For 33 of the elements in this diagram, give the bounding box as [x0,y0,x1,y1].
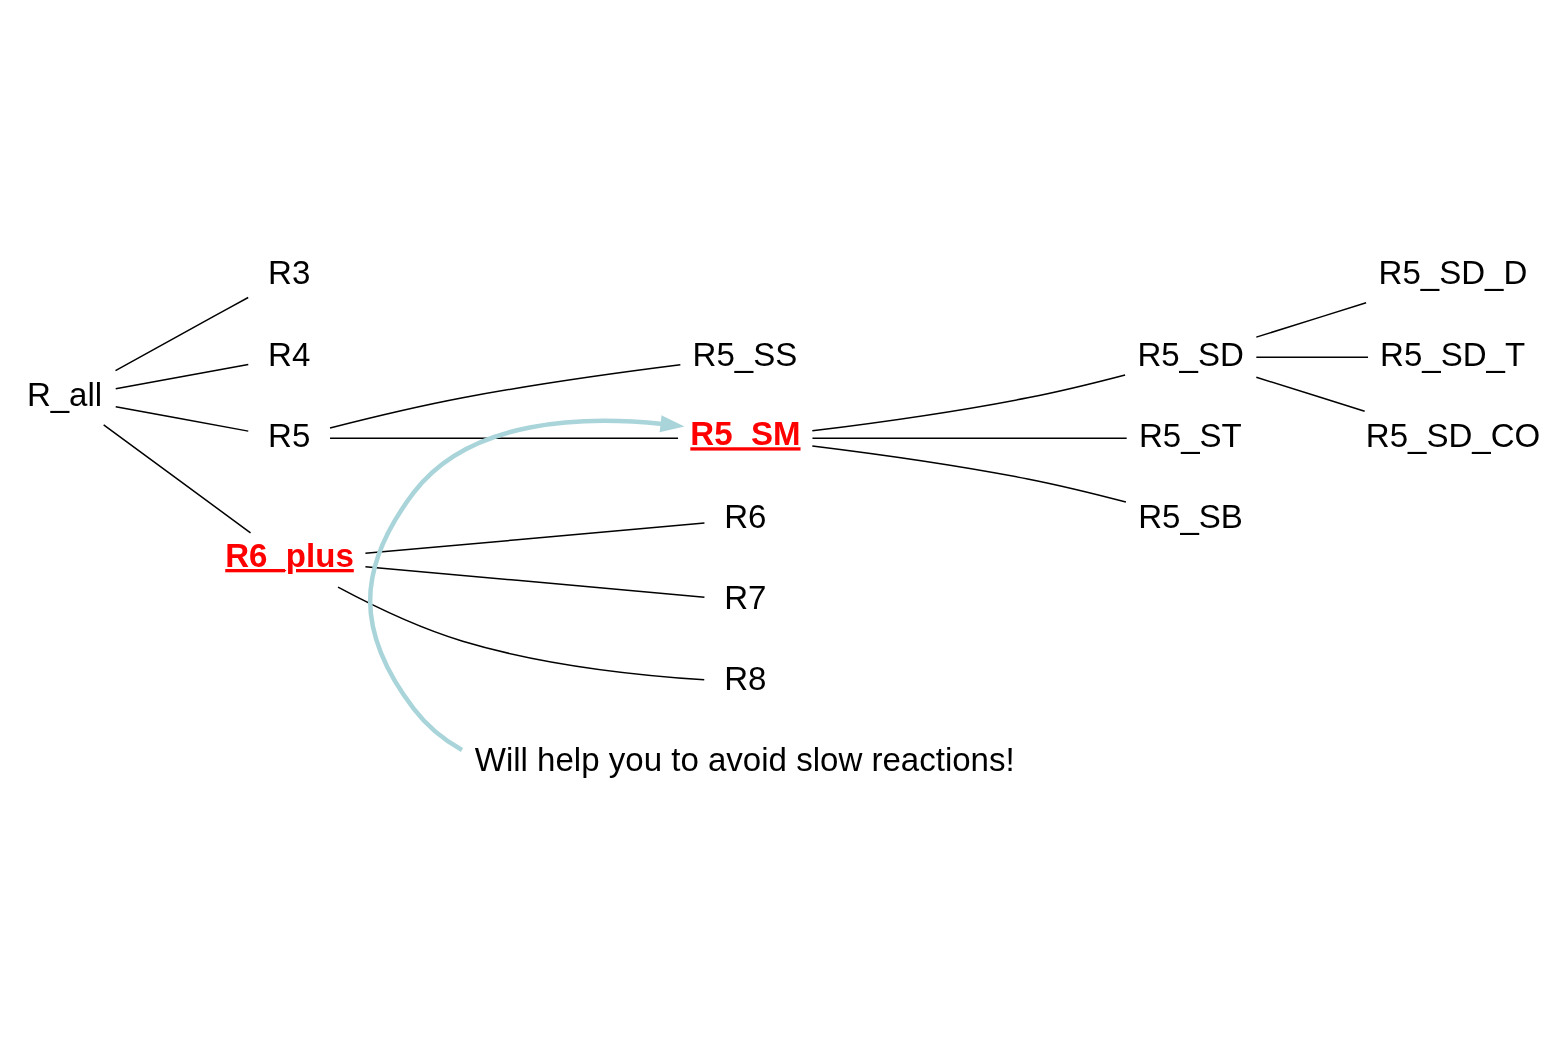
node-text: R4 [268,335,311,373]
connector [329,437,679,440]
connector [102,424,252,534]
node-text: R7 [724,579,767,617]
connector [364,566,706,598]
node-text: Will help you to avoid slow reactions! [474,741,1015,779]
connector [811,374,1126,432]
node-text: R5_ST [1138,416,1242,454]
connector [1255,376,1366,412]
connector [1255,356,1369,358]
connector [114,363,250,390]
node-text: R5_SD_D [1378,254,1528,292]
node-text: R5_SM [690,415,801,453]
connector [811,445,1127,503]
node-text: R_all [26,376,103,414]
connector [364,522,706,555]
node-text: R6 [724,497,767,535]
arrow [368,415,685,752]
node-text: R6_plus [225,536,354,574]
node-text: R5_SB [1138,497,1243,535]
connector [811,437,1128,440]
node-text: R5_SD_T [1380,335,1526,373]
node-text: R5_SS [692,335,798,373]
node-text: R5_SD_CO [1365,416,1541,454]
node-text: R5 [268,416,311,454]
node-text: R8 [724,660,767,698]
node-text: R5_SD [1137,335,1244,373]
connector [337,586,705,681]
connector [1255,302,1367,338]
connector [329,364,682,429]
connector [114,296,249,372]
connector [114,406,250,432]
node-text: R3 [268,254,311,292]
